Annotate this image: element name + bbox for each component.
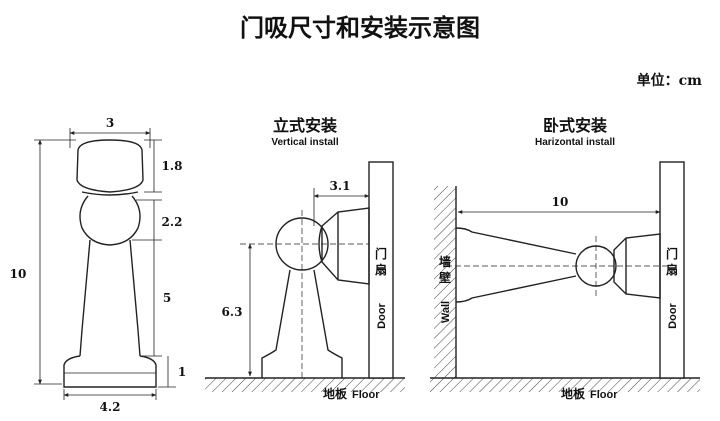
wall-hatch bbox=[434, 186, 456, 378]
dimension-lines-vertical bbox=[248, 188, 370, 377]
horizontal-install-subtitle: Harizontal install bbox=[534, 137, 615, 148]
page-title: 门吸尺寸和安装示意图 bbox=[240, 13, 480, 42]
dim-horizontal-length: 10 bbox=[552, 195, 569, 209]
dim-vertical-offset: 3.1 bbox=[330, 179, 351, 193]
floor-label-cn-horizontal: 地板 bbox=[561, 386, 586, 401]
dim-cap-height: 1.8 bbox=[162, 159, 183, 173]
floor-label-en-vertical: Floor bbox=[352, 389, 380, 401]
unit-label: 单位：cm bbox=[636, 73, 702, 89]
dim-base-height: 1 bbox=[178, 365, 186, 379]
floor-hatch-horizontal bbox=[430, 378, 700, 392]
stopper-horizontal bbox=[455, 227, 661, 303]
stopper-vertical bbox=[261, 207, 370, 378]
door-panel-vertical bbox=[368, 161, 394, 379]
centerlines-vertical bbox=[240, 210, 369, 380]
door-stopper-profile bbox=[63, 139, 157, 388]
door-label-cn-horizontal-1: 门 bbox=[666, 246, 678, 261]
centerlines-horizontal bbox=[446, 236, 670, 298]
door-label-cn-vertical-2: 扇 bbox=[375, 262, 387, 277]
floor-label-cn-vertical: 地板 bbox=[323, 386, 348, 401]
door-label-cn-vertical-1: 门 bbox=[375, 246, 387, 261]
wall-label-cn-1: 墙 bbox=[439, 254, 451, 269]
dim-base-width: 4.2 bbox=[100, 400, 121, 414]
dimension-lines-left bbox=[34, 128, 176, 400]
vertical-install-title: 立式安装 bbox=[272, 116, 337, 135]
dim-vertical-height: 6.3 bbox=[222, 305, 243, 319]
floor-hatch-vertical bbox=[205, 378, 405, 392]
door-label-cn-horizontal-2: 扇 bbox=[666, 262, 678, 277]
horizontal-install-title: 卧式安装 bbox=[542, 116, 607, 135]
dim-top-width: 3 bbox=[106, 116, 114, 130]
dim-ball-height: 2.2 bbox=[162, 215, 183, 229]
door-label-en-vertical: Door bbox=[376, 302, 388, 328]
door-label-en-horizontal: Door bbox=[667, 302, 679, 328]
floor-label-en-horizontal: Floor bbox=[590, 389, 618, 401]
dim-stem-height: 5 bbox=[163, 291, 171, 305]
dim-total-height: 10 bbox=[10, 267, 27, 281]
vertical-install-subtitle: Vertical install bbox=[271, 137, 339, 148]
wall-label-cn-2: 壁 bbox=[439, 270, 451, 285]
wall-label-en: Wall bbox=[440, 301, 452, 323]
